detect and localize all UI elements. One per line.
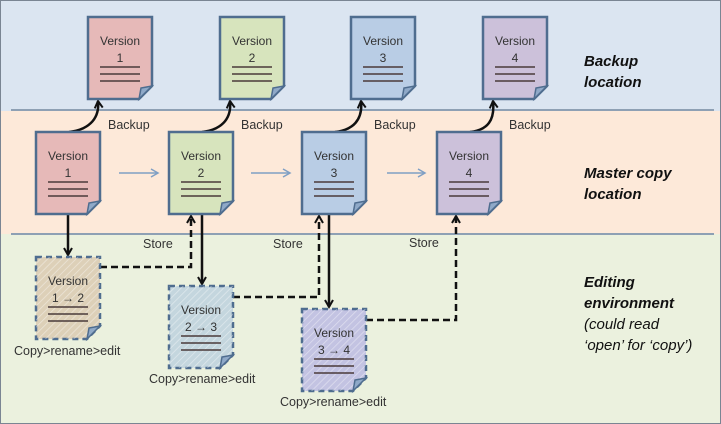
page-fold-icon xyxy=(351,376,369,394)
master-document-3: Version 3 xyxy=(300,130,369,217)
document-hatch xyxy=(302,309,366,391)
backup-location-label: Backup location xyxy=(584,51,642,93)
backup-document-4: Version 4 xyxy=(481,15,550,102)
store-label: Store xyxy=(143,237,173,251)
backup-label: Backup xyxy=(108,118,150,132)
store-label: Store xyxy=(409,236,439,250)
page-fold-icon xyxy=(85,324,103,342)
editing-caption: Copy>rename>edit xyxy=(280,395,387,409)
backup-label-line2: location xyxy=(584,74,642,91)
page-fold-icon xyxy=(218,353,236,371)
backup-label: Backup xyxy=(374,118,416,132)
editing-note-line2: ‘open’ for ‘copy’) xyxy=(584,337,693,354)
backup-document-2: Version 2 xyxy=(218,15,287,102)
document-version: 2 → 3 xyxy=(185,320,217,334)
page-fold-icon xyxy=(400,84,418,102)
master-document-4: Version 4 xyxy=(435,130,504,217)
backup-label: Backup xyxy=(509,118,551,132)
documents: Version1Version2Version3Version4Version1… xyxy=(34,15,550,394)
document-version: 3 xyxy=(331,166,338,180)
document-hatch xyxy=(169,286,233,368)
zone-divider xyxy=(11,233,714,235)
document-version: 4 xyxy=(466,166,473,180)
backup-label: Backup xyxy=(241,118,283,132)
document-title: Version xyxy=(100,34,140,48)
store-arrow xyxy=(100,216,191,269)
editing-caption: Copy>rename>edit xyxy=(14,344,121,358)
document-title: Version xyxy=(449,149,489,163)
backup-arrow xyxy=(334,101,361,134)
document-version: 3 xyxy=(380,51,387,65)
editing-note-line1: (could read xyxy=(584,316,660,333)
master-copy-label: Master copy location xyxy=(584,163,672,205)
master-document-1: Version 1 xyxy=(34,130,103,217)
master-label-line2: location xyxy=(584,186,642,203)
editing-caption: Copy>rename>edit xyxy=(149,372,256,386)
store-arrow xyxy=(366,216,456,322)
editing-document-3: Version 3 → 4 xyxy=(300,307,369,394)
document-title: Version xyxy=(181,149,221,163)
document-title: Version xyxy=(181,303,221,317)
document-version: 2 xyxy=(198,166,205,180)
page-fold-icon xyxy=(85,199,103,217)
page-fold-icon xyxy=(137,84,155,102)
document-version: 1 xyxy=(65,166,72,180)
document-title: Version xyxy=(48,274,88,288)
document-title: Version xyxy=(314,326,354,340)
editing-document-1: Version 1 → 2 xyxy=(34,255,103,342)
page-fold-icon xyxy=(218,199,236,217)
page-fold-icon xyxy=(351,199,369,217)
document-version: 1 xyxy=(117,51,124,65)
page-fold-icon xyxy=(532,84,550,102)
zone-divider xyxy=(11,109,714,111)
document-version: 2 xyxy=(249,51,256,65)
document-title: Version xyxy=(495,34,535,48)
document-title: Version xyxy=(48,149,88,163)
editing-label-line2: environment xyxy=(584,295,675,312)
backup-document-3: Version 3 xyxy=(349,15,418,102)
master-label-line1: Master copy xyxy=(584,165,672,182)
document-hatch xyxy=(36,257,100,339)
page-fold-icon xyxy=(486,199,504,217)
connectors xyxy=(68,101,493,322)
page-fold-icon xyxy=(269,84,287,102)
document-title: Version xyxy=(314,149,354,163)
editing-document-2: Version 2 → 3 xyxy=(167,284,236,371)
document-version: 4 xyxy=(512,51,519,65)
backup-arrow xyxy=(68,101,98,134)
editing-label-line1: Editing xyxy=(584,274,635,291)
store-arrow xyxy=(233,216,319,299)
backup-label-line1: Backup xyxy=(584,53,639,70)
document-version: 3 → 4 xyxy=(318,343,350,357)
backup-document-1: Version 1 xyxy=(86,15,155,102)
document-title: Version xyxy=(232,34,272,48)
document-version: 1 → 2 xyxy=(52,291,84,305)
document-title: Version xyxy=(363,34,403,48)
backup-arrow xyxy=(469,101,493,134)
store-label: Store xyxy=(273,237,303,251)
editing-environment-label: Editing environment (could read ‘open’ f… xyxy=(584,272,692,356)
backup-arrow xyxy=(201,101,230,134)
master-document-2: Version 2 xyxy=(167,130,236,217)
